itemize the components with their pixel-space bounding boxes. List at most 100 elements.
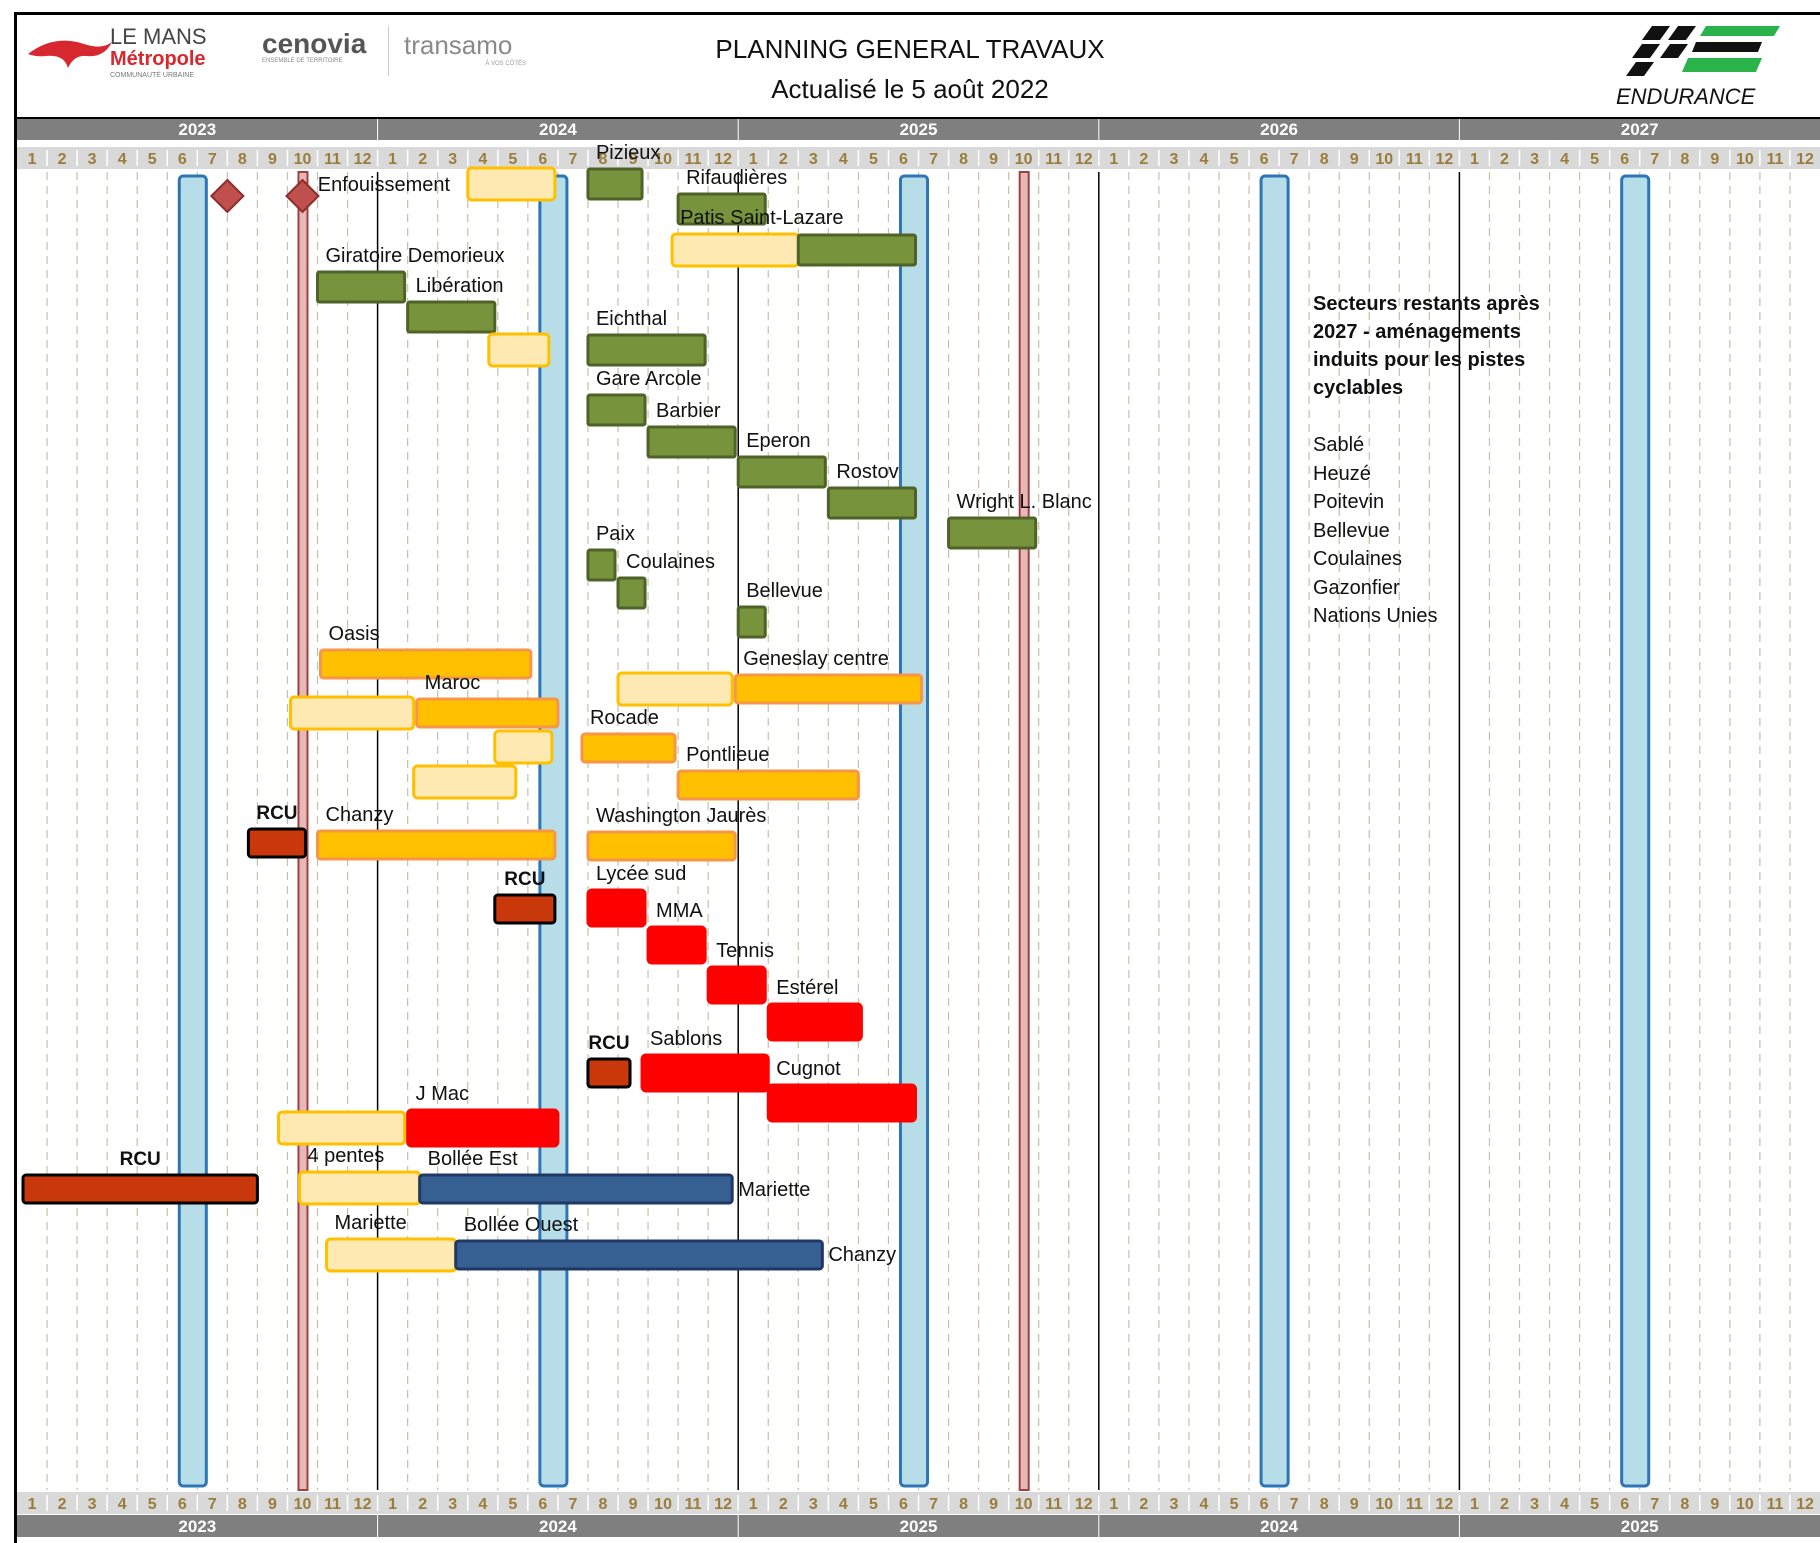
- task-bar: [406, 300, 497, 334]
- task-label: Tennis: [716, 940, 774, 962]
- endurance-logo: ENDURANCE: [1612, 22, 1812, 112]
- top-month-label: 9: [1350, 151, 1359, 168]
- bottom-month-label: 10: [1375, 1496, 1393, 1513]
- bottom-year-label: 2023: [178, 1517, 216, 1536]
- bottom-month-label: 2: [58, 1496, 67, 1513]
- bottom-month-label: 12: [1435, 1496, 1453, 1513]
- task-bar: [316, 270, 407, 304]
- bottom-month-label: 1: [1109, 1496, 1118, 1513]
- top-month-label: 4: [1200, 151, 1209, 168]
- bottom-month-label: 8: [1680, 1496, 1689, 1513]
- bottom-month-label: 9: [1710, 1496, 1719, 1513]
- notes-item: Heuzé: [1313, 462, 1371, 485]
- lemans-line1: LE MANS: [110, 24, 207, 49]
- top-month-label: 1: [749, 151, 758, 168]
- top-month-label: 7: [208, 151, 217, 168]
- top-month-label: 5: [148, 151, 157, 168]
- task-label: Bollée Ouest: [464, 1214, 579, 1236]
- top-month-label: 11: [1406, 151, 1423, 168]
- task-label: Oasis: [329, 623, 380, 645]
- top-month-label: 10: [1015, 151, 1033, 168]
- task-bar: [586, 888, 647, 928]
- chart-subtitle: Actualisé le 5 août 2022: [771, 74, 1049, 104]
- task-label: Paix: [596, 523, 635, 545]
- top-month-label: 10: [1375, 151, 1393, 168]
- top-month-label: 2: [58, 151, 67, 168]
- task-bar: [493, 729, 554, 765]
- task-label: Bollée Est: [428, 1148, 518, 1170]
- task-bar: [586, 548, 617, 582]
- task-label: Pontlieue: [686, 744, 769, 766]
- task-label: Wright L. Blanc: [957, 491, 1092, 513]
- task-label: Maroc: [425, 672, 481, 694]
- task-label: Pizieux: [596, 142, 660, 164]
- bottom-month-label: 1: [388, 1496, 397, 1513]
- bottom-month-label: 8: [238, 1496, 247, 1513]
- transamo-logo: transamo À VOS CÔTÉS: [404, 30, 534, 70]
- task-bar: [766, 1002, 863, 1042]
- task-label: Rifaudières: [686, 167, 787, 189]
- bottom-month-label: 3: [448, 1496, 457, 1513]
- bottom-month-label: 6: [538, 1496, 547, 1513]
- task-label: Mariette: [335, 1212, 407, 1234]
- bottom-month-label: 4: [118, 1496, 127, 1513]
- bottom-month-label: 6: [178, 1496, 187, 1513]
- task-label: Lycée sud: [596, 863, 686, 885]
- bottom-month-label: 12: [1075, 1496, 1093, 1513]
- task-label: J Mac: [416, 1083, 469, 1105]
- task-bar: [826, 486, 917, 520]
- top-month-label: 7: [1290, 151, 1299, 168]
- task-label: Bellevue: [746, 580, 823, 602]
- top-month-label: 9: [1710, 151, 1719, 168]
- top-month-label: 2: [418, 151, 427, 168]
- top-month-label: 12: [1435, 151, 1453, 168]
- bottom-month-label: 12: [1796, 1496, 1814, 1513]
- lemans-line3: COMMUNAUTÉ URBAINE: [110, 72, 195, 79]
- bottom-month-label: 6: [1620, 1496, 1629, 1513]
- top-month-label: 2: [1139, 151, 1148, 168]
- task-label: RCU: [588, 1033, 629, 1054]
- task-bar: [412, 764, 518, 800]
- bottom-month-label: 5: [148, 1496, 157, 1513]
- top-month-label: 3: [1530, 151, 1539, 168]
- bottom-month-label: 6: [899, 1496, 908, 1513]
- top-month-label: 1: [28, 151, 37, 168]
- bottom-month-label: 1: [1470, 1496, 1479, 1513]
- bottom-month-label: 1: [28, 1496, 37, 1513]
- top-month-label: 6: [538, 151, 547, 168]
- cenovia-tag: ENSEMBLE DE TERRITOIRE: [262, 58, 343, 64]
- top-year-band: [17, 118, 1820, 140]
- task-bar: [676, 192, 767, 226]
- task-bar: [616, 671, 734, 707]
- endurance-stripes-icon: [1626, 26, 1780, 76]
- top-month-label: 5: [869, 151, 878, 168]
- top-month-label: 12: [714, 151, 732, 168]
- top-month-label: 4: [118, 151, 127, 168]
- task-label: Chanzy: [828, 1244, 896, 1266]
- bottom-year-label: 2025: [900, 1517, 938, 1536]
- task-bar: [706, 965, 767, 1005]
- task-bar: [766, 1083, 917, 1123]
- task-bar: [415, 697, 560, 729]
- top-month-label: 11: [324, 151, 341, 168]
- task-label: Geneslay centre: [743, 648, 889, 670]
- bottom-month-label: 9: [629, 1496, 638, 1513]
- top-year-label: 2026: [1260, 120, 1298, 139]
- notes-item: Bellevue: [1313, 519, 1390, 542]
- top-month-label: 6: [1620, 151, 1629, 168]
- task-label: Washington Jaurès: [596, 805, 766, 827]
- top-month-label: 5: [508, 151, 517, 168]
- bottom-month-label: 11: [324, 1496, 341, 1513]
- task-label: Patis Saint-Lazare: [680, 207, 843, 229]
- cenovia-logo: cenovia ENSEMBLE DE TERRITOIRE: [262, 28, 382, 68]
- task-bar: [418, 1173, 734, 1205]
- bottom-month-label: 7: [568, 1496, 577, 1513]
- bottom-month-label: 10: [654, 1496, 672, 1513]
- top-month-label: 7: [1650, 151, 1659, 168]
- endurance-column: [898, 174, 930, 1488]
- top-month-label: 11: [1766, 151, 1783, 168]
- bottom-year-band: [17, 1515, 1820, 1537]
- top-month-label: 11: [1045, 151, 1062, 168]
- task-label: Giratoire Demorieux: [326, 245, 505, 267]
- top-month-label: 8: [1680, 151, 1689, 168]
